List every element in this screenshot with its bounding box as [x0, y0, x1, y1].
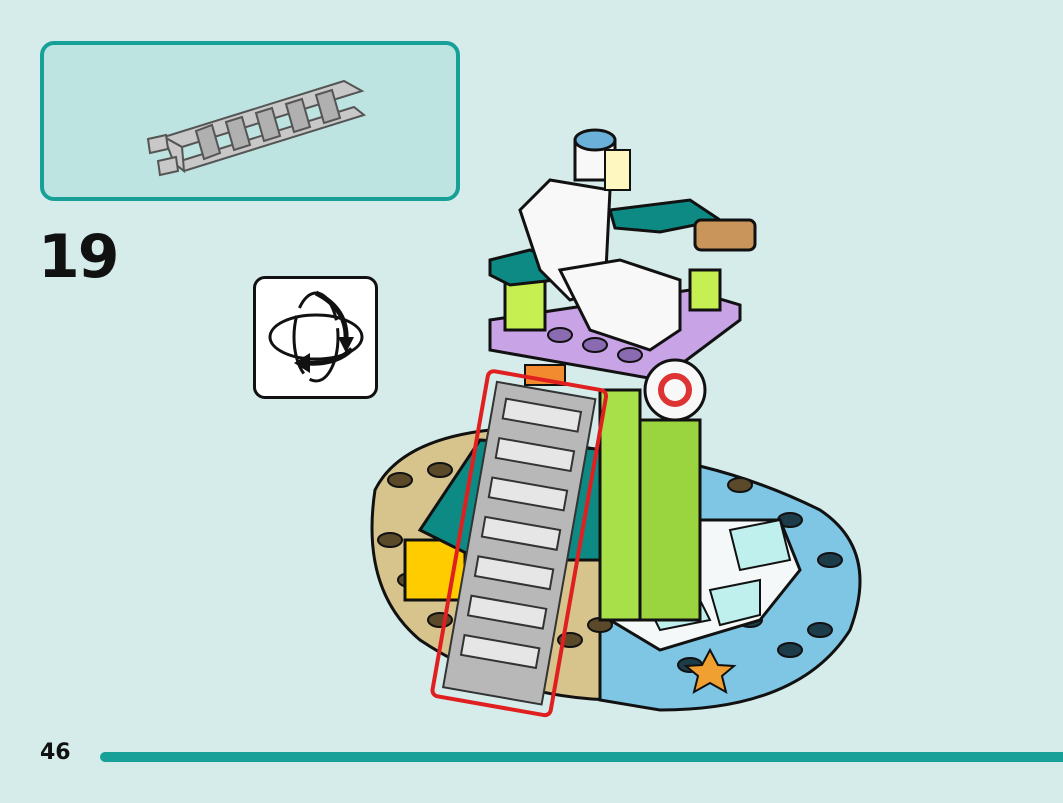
parts-callout-box: [40, 41, 460, 201]
model-illustration: [360, 120, 880, 724]
page-number: 46: [40, 740, 71, 765]
progress-bar: [100, 752, 1063, 762]
step-number: 19: [38, 222, 119, 292]
ladder-placement: [430, 369, 609, 718]
lifeguard-tower-icon: [370, 128, 862, 718]
rotate-model-callout: [253, 276, 378, 399]
rotate-model-icon: [268, 290, 364, 383]
ladder-part-icon: [146, 79, 367, 177]
